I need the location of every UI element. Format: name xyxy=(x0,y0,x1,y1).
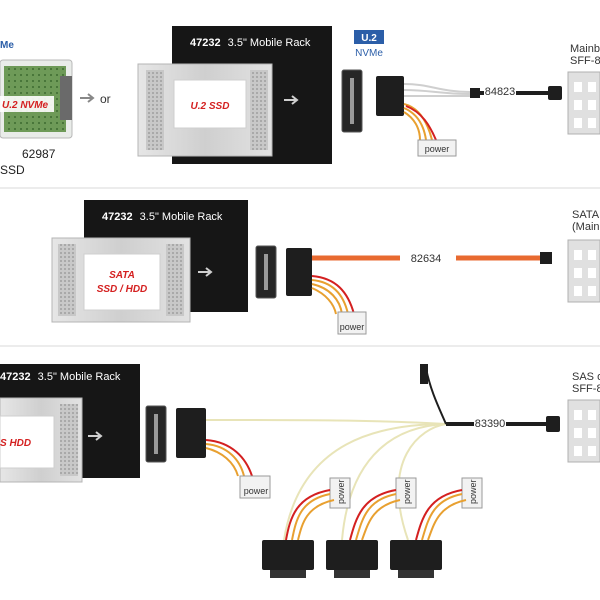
host-label: SAS o xyxy=(572,371,600,383)
drive-label: SSD / HDD xyxy=(97,284,148,295)
arrow-icon xyxy=(198,267,213,277)
power-connector xyxy=(395,477,417,509)
drive-label-plate xyxy=(173,79,247,129)
row-sas: 47232 3.5" Mobile Rack S HDD power 83390… xyxy=(0,364,600,578)
power-connector xyxy=(337,311,367,335)
sata-plug xyxy=(540,252,552,264)
cable-id: 84823 xyxy=(485,86,516,98)
power-label: power xyxy=(468,479,478,504)
power-label: power xyxy=(336,479,346,504)
row-u2-nvme: Me U.2 NVMe 62987 SSD or 47232 3.5" Mobi… xyxy=(0,26,600,177)
nvme-tag: Me xyxy=(0,40,14,51)
sas-cable-connector xyxy=(176,408,206,458)
drive-label-plate xyxy=(83,253,161,311)
adapter-ssd-label: U.2 NVMe xyxy=(2,100,49,111)
u2-cable-connector xyxy=(376,76,404,116)
power-label: power xyxy=(402,479,412,504)
u2-badge xyxy=(354,30,384,44)
drive-connector xyxy=(326,540,378,578)
nvme-adapter: U.2 NVMe xyxy=(0,59,73,139)
drive-connector xyxy=(390,540,442,578)
sideband-connector xyxy=(420,364,428,384)
power-connector xyxy=(417,139,457,157)
host-label: SFF-8 xyxy=(570,55,600,67)
sff-connector xyxy=(548,86,562,100)
rack-title: 47232 3.5" Mobile Rack xyxy=(0,371,121,383)
power-connector xyxy=(461,477,483,509)
rack-title: 47232 3.5" Mobile Rack xyxy=(102,211,223,223)
host-label: SFF-8 xyxy=(572,383,600,395)
cable-id: 83390 xyxy=(475,418,506,430)
adapter-caption: SSD xyxy=(0,163,25,177)
drive-label-plate xyxy=(0,415,55,469)
power-connector xyxy=(329,477,351,509)
adapter-caption: 62987 xyxy=(22,147,56,161)
sff-connector xyxy=(546,416,560,432)
drive-connector xyxy=(262,540,314,578)
drive-label: S HDD xyxy=(0,438,31,449)
rack-model: 47232 xyxy=(102,211,133,223)
power-label: power xyxy=(340,322,365,332)
cable-id: 82634 xyxy=(411,253,442,265)
arrow-icon xyxy=(284,95,299,105)
badge-u2: U.2 xyxy=(361,33,377,44)
row-sata: 47232 3.5" Mobile Rack SATA SSD / HDD 82… xyxy=(51,200,600,335)
power-connector xyxy=(239,475,271,499)
rack-title-text: 3.5" Mobile Rack xyxy=(140,211,223,223)
power-label: power xyxy=(244,486,269,496)
host-label: SATA xyxy=(572,209,600,221)
rack-title: 47232 3.5" Mobile Rack xyxy=(190,37,311,49)
or-label: or xyxy=(100,92,111,106)
power-label: power xyxy=(425,144,450,154)
host-label: (Mainb xyxy=(572,221,600,233)
badge-nvme: NVMe xyxy=(355,48,383,59)
sata-cable-connector xyxy=(286,248,312,296)
rack-model: 47232 xyxy=(190,37,221,49)
arrow-icon xyxy=(88,431,103,441)
rack-title-text: 3.5" Mobile Rack xyxy=(228,37,311,49)
host-label: Mainbo xyxy=(570,43,600,55)
rack-title-text: 3.5" Mobile Rack xyxy=(38,371,121,383)
arrow-icon xyxy=(80,93,95,103)
rack-model: 47232 xyxy=(0,371,31,383)
drive-label: SATA xyxy=(109,270,135,281)
ssd-label: U.2 SSD xyxy=(191,101,230,112)
